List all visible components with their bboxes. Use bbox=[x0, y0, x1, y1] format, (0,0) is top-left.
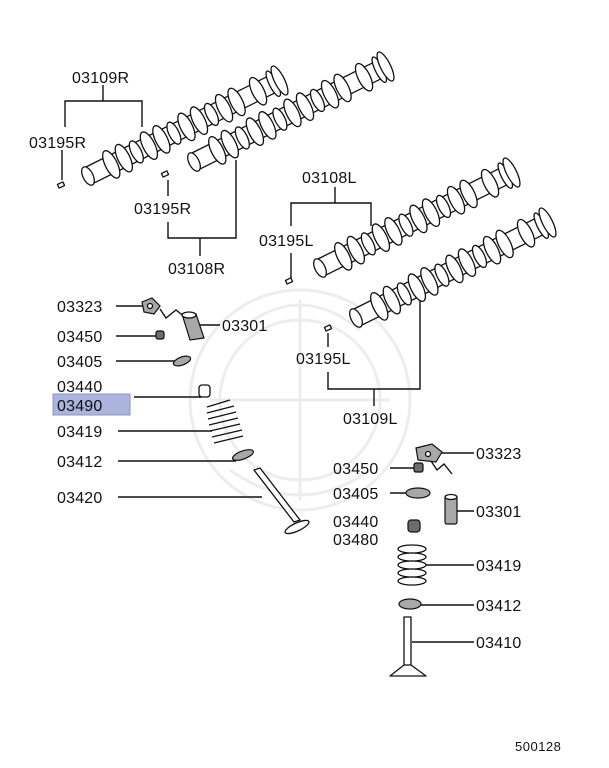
label-seal-left-selected[interactable]: 03490 bbox=[57, 398, 103, 415]
rocker-arm-left bbox=[141, 297, 161, 315]
valve-stem-seal-left bbox=[198, 384, 211, 398]
label-valve-left[interactable]: 03420 bbox=[57, 490, 103, 507]
figure-number: 500128 bbox=[515, 739, 561, 754]
adjuster-right bbox=[413, 462, 424, 473]
label-cam-lh-exhaust[interactable]: 03109L bbox=[343, 411, 398, 428]
label-spring-right[interactable]: 03419 bbox=[476, 558, 522, 575]
valve-stem-seal-right bbox=[407, 519, 421, 533]
label-adjuster-left[interactable]: 03450 bbox=[57, 329, 103, 346]
label-seal-right-alt[interactable]: 03480 bbox=[333, 532, 379, 549]
label-key-rh-intake[interactable]: 03195R bbox=[134, 201, 191, 218]
label-retainer-left[interactable]: 03405 bbox=[57, 354, 103, 371]
label-cam-rh-exhaust[interactable]: 03109R bbox=[72, 70, 129, 87]
spring-seat-left bbox=[231, 449, 255, 461]
lash-adjuster-left bbox=[181, 311, 205, 341]
label-seal-left[interactable]: 03440 bbox=[57, 379, 103, 396]
spring-retainer-left bbox=[172, 355, 192, 367]
lash-adjuster-right bbox=[444, 493, 458, 525]
adjuster-left bbox=[155, 330, 165, 340]
valve-spring-left bbox=[206, 399, 244, 444]
label-cam-lh-intake[interactable]: 03108L bbox=[302, 170, 357, 187]
key-rh-intake bbox=[160, 170, 170, 178]
label-key-lh-exhaust[interactable]: 03195L bbox=[296, 351, 351, 368]
label-spring-left[interactable]: 03419 bbox=[57, 424, 103, 441]
label-retainer-right[interactable]: 03405 bbox=[333, 486, 379, 503]
label-seat-left[interactable]: 03412 bbox=[57, 454, 103, 471]
label-seal-right[interactable]: 03440 bbox=[333, 514, 379, 531]
spring-seat-right bbox=[398, 598, 422, 610]
selected-part-highlight[interactable] bbox=[52, 393, 131, 416]
valve-right bbox=[389, 616, 427, 677]
valve-spring-right bbox=[397, 544, 427, 586]
label-seat-right[interactable]: 03412 bbox=[476, 598, 522, 615]
label-key-lh-intake[interactable]: 03195L bbox=[259, 233, 314, 250]
watermark-emblem bbox=[188, 288, 412, 512]
spring-retainer-right bbox=[405, 487, 431, 499]
label-lash-adjuster-right[interactable]: 03301 bbox=[476, 504, 522, 521]
rocker-arm-right bbox=[415, 443, 443, 463]
label-cam-rh-intake[interactable]: 03108R bbox=[168, 261, 225, 278]
label-rocker-left[interactable]: 03323 bbox=[57, 299, 103, 316]
label-key-rh-exhaust[interactable]: 03195R bbox=[29, 135, 86, 152]
label-lash-adjuster-left[interactable]: 03301 bbox=[222, 318, 268, 335]
valve-left bbox=[253, 467, 310, 535]
label-rocker-right[interactable]: 03323 bbox=[476, 446, 522, 463]
key-rh-exhaust bbox=[56, 181, 66, 189]
part-labels: 03109R 03195R 03195R 03108R 03108L 03195… bbox=[29, 70, 561, 754]
leader-lines bbox=[61, 85, 474, 643]
key-lh-exhaust bbox=[323, 324, 333, 332]
key-lh-intake bbox=[284, 277, 294, 285]
label-valve-right[interactable]: 03410 bbox=[476, 635, 522, 652]
label-adjuster-right[interactable]: 03450 bbox=[333, 461, 379, 478]
